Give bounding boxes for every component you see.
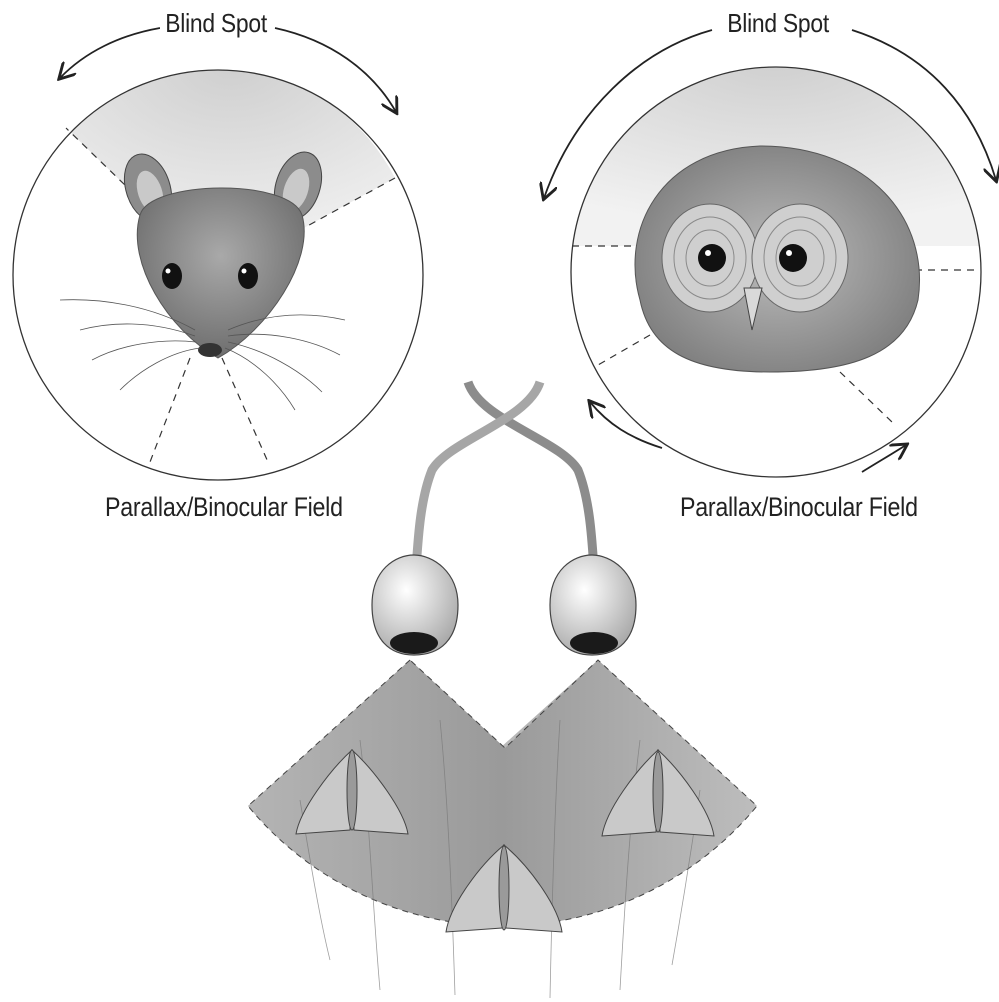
mouse-blind-spot-label: Blind Spot xyxy=(160,8,272,39)
left-pupil xyxy=(390,632,438,654)
owl-left-eye xyxy=(698,244,726,272)
mouse-right-eye xyxy=(238,263,258,289)
owl-blind-spot-label: Blind Spot xyxy=(722,8,834,39)
right-optic-nerve xyxy=(468,382,594,570)
left-optic-nerve xyxy=(416,382,540,570)
owl-lower-left-arrow xyxy=(590,402,662,448)
mouse-nose xyxy=(198,343,222,357)
owl-panel xyxy=(544,30,996,477)
mouse-left-eye xyxy=(162,263,182,289)
mouse-panel xyxy=(13,28,423,480)
owl-right-eye xyxy=(779,244,807,272)
right-pupil xyxy=(570,632,618,654)
owl-binocular-field-label: Parallax/Binocular Field xyxy=(680,492,918,523)
binocular-field-illustration xyxy=(248,382,757,998)
left-eyeball xyxy=(372,555,458,655)
mouse-left-rotation-arrow xyxy=(60,28,160,78)
mouse-binocular-field-label: Parallax/Binocular Field xyxy=(105,492,343,523)
right-eyeball xyxy=(550,555,636,655)
owl-lower-right-arrow xyxy=(862,445,906,472)
